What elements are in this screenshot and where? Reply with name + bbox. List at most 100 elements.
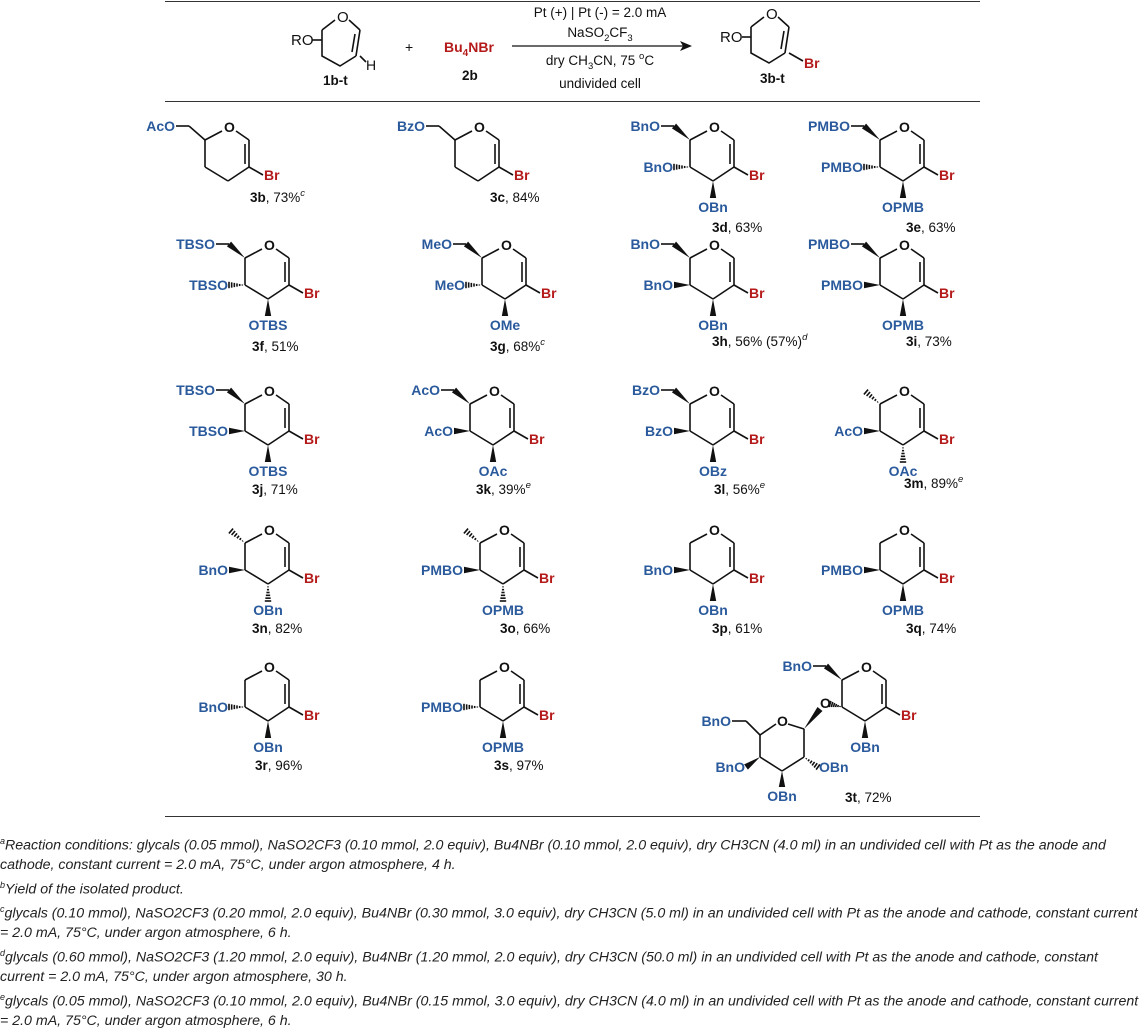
c4-substituent: TBSO [189,423,228,439]
glc-c3-substituent: OBn [767,788,797,804]
c4-substituent: BnO [643,562,673,578]
c4-substituent: PMBO [821,159,863,175]
condition-nasoc: CF [609,25,627,40]
br-label: Br [939,285,955,301]
c4-substituent: AcO [834,423,863,439]
c3-substituent: OAc [479,463,508,479]
compound-caption-3e: 3e, 63% [906,220,956,235]
c3-substituent: OPMB [882,602,924,618]
c3-substituent: OTBS [249,463,288,479]
compound-caption-3j: 3j, 71% [252,482,298,497]
c4-substituent: PMBO [421,699,463,715]
c6-substituent: PMBO [808,118,850,134]
product-3b-t: RO O Br 3b-t [720,6,820,86]
compound-label-3b-t: 3b-t [760,71,785,86]
c3-substituent: OPMB [882,199,924,215]
ring-oxygen: O [861,659,872,675]
condition-cell: undivided cell [559,76,641,91]
compound-caption-3t: 3t, 72% [845,790,892,805]
footnotes: aReaction conditions: glycals (0.05 mmol… [0,832,1140,1032]
footnote-c: cglycals (0.10 mmol), NaSO2CF3 (0.20 mmo… [0,900,1140,943]
br-label: Br [749,285,765,301]
br-label: Br [939,570,955,586]
compound-caption-3k: 3k, 39%e [476,480,531,497]
ring-oxygen: O [264,237,275,253]
reagent-bu: Bu [444,39,463,55]
hydrogen-label: H [366,57,376,73]
ring-oxygen: O [264,659,275,675]
footnote-b-text: Yield of the isolated product. [5,881,184,897]
reagent-nbr: NBr [468,39,494,55]
compound-label-1b-t: 1b-t [323,73,348,88]
c4-substituent: BzO [645,423,673,439]
c6-substituent: AcO [411,382,440,398]
br-label: Br [304,431,320,447]
c3-substituent: OTBS [249,317,288,333]
br-label: Br [264,167,280,183]
br-label: Br [304,570,320,586]
c4-substituent: TBSO [189,277,228,293]
ring-oxygen: O [489,383,500,399]
svg-text:dry CH3CN, 75 oC: dry CH3CN, 75 oC [546,51,654,72]
product-ro-label: RO [720,29,743,46]
compound-caption-3o: 3o, 66% [500,621,550,636]
compound-caption-3s: 3s, 97% [494,758,544,773]
footnote-e-text: glycals (0.05 mmol), NaSO2CF3 (0.10 mmol… [0,994,1138,1029]
c6-substituent: PMBO [808,236,850,252]
c4-substituent: MeO [435,277,465,293]
footnote-a: aReaction conditions: glycals (0.05 mmol… [0,832,1140,875]
ring-oxygen: O [709,522,720,538]
ring-oxygen: O [709,383,720,399]
compound-caption-3f: 3f, 51% [252,339,299,354]
ring-oxygen: O [499,522,510,538]
c6-substituent: BnO [630,236,660,252]
c3-substituent: OPMB [482,739,524,755]
c3-substituent: OBn [698,602,728,618]
c6-substituent: BzO [397,118,425,134]
br-label: Br [539,570,555,586]
c3-substituent: OPMB [482,602,524,618]
product-ring-oxygen: O [766,6,778,23]
compound-caption-3d: 3d, 63% [712,220,762,235]
condition-solvent-c: CN, 75 [593,53,639,68]
c3-substituent: OBn [253,602,283,618]
c6-substituent: BzO [632,382,660,398]
c6-substituent: BnO [630,118,660,134]
footnote-c-text: glycals (0.10 mmol), NaSO2CF3 (0.20 mmol… [0,906,1138,941]
compound-label-2b: 2b [462,68,478,83]
c4-substituent: PMBO [421,562,463,578]
c3-substituent: OBn [698,317,728,333]
glc-c6-substituent: BnO [701,713,731,729]
br-label: Br [749,167,765,183]
condition-current: Pt (+) | Pt (-) = 2.0 mA [534,5,667,20]
svg-text:NaSO2CF3: NaSO2CF3 [567,25,632,44]
br-label: Br [939,431,955,447]
compound-caption-3i: 3i, 73% [906,334,952,349]
reagent-2b: Bu4NBr 2b [444,39,494,83]
ring-oxygen: O [499,659,510,675]
ring-oxygen: O [474,119,485,135]
c4-substituent: BnO [643,159,673,175]
c6-substituent: BnO [782,658,812,674]
compound-caption-3r: 3r, 96% [255,758,302,773]
condition-solvent-e: C [644,53,654,68]
footnote-d-text: glycals (0.60 mmol), NaSO2CF3 (1.20 mmol… [0,950,1098,985]
glc-c2-substituent: OBn [819,759,849,775]
condition-solvent-a: dry CH [546,53,588,68]
ring-oxygen: O [264,522,275,538]
c6-substituent: MeO [422,236,452,252]
